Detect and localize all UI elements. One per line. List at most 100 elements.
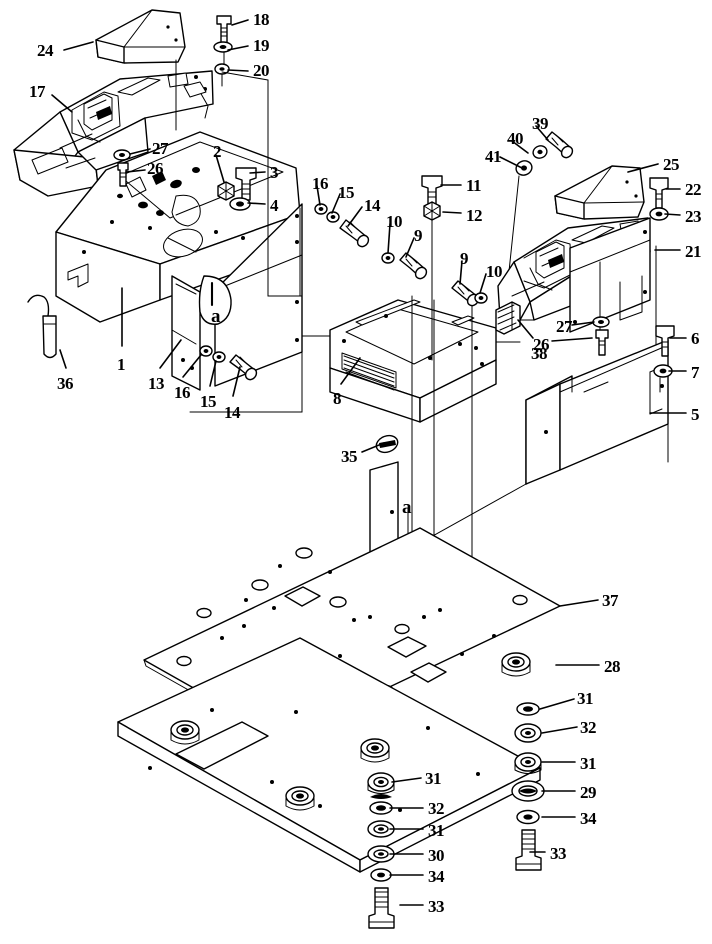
part-31-nut-b <box>514 723 542 743</box>
callout-18: 18 <box>253 10 270 29</box>
leader-line-16 <box>316 185 321 206</box>
callout-17: 17 <box>29 82 46 101</box>
part-32-springwasher-a <box>516 702 540 716</box>
leader-line-9 <box>459 260 463 285</box>
mount-boss-3 <box>360 738 390 763</box>
part-39-bolt <box>545 131 574 159</box>
leader-line-37 <box>559 599 599 607</box>
leader-line-10 <box>387 223 391 254</box>
part-17-left-console <box>13 70 214 197</box>
leader-line-35 <box>361 442 385 453</box>
leader-line-14 <box>232 366 241 397</box>
leader-line-39 <box>535 125 549 141</box>
callout-29: 29 <box>580 783 597 802</box>
part-41-washer <box>515 160 533 176</box>
callout-34: 34 <box>580 809 597 828</box>
leader-line-38 <box>517 319 534 339</box>
leader-line-25 <box>627 163 659 173</box>
part-16-washer-a <box>314 203 328 215</box>
leader-line-27 <box>571 321 595 326</box>
part-2-nut <box>217 181 235 201</box>
leader-line-17 <box>51 94 73 113</box>
callout-22: 22 <box>685 180 702 199</box>
callout-25: 25 <box>663 155 680 174</box>
callout-6: 6 <box>691 329 700 348</box>
part-15-washer-a <box>326 211 340 223</box>
leader-line-3 <box>249 171 266 174</box>
part-24-armrest-pad <box>95 9 186 64</box>
leader-line-9 <box>405 237 415 258</box>
callout-1: 1 <box>117 355 126 374</box>
leader-line-26 <box>125 169 146 173</box>
callout-7: 7 <box>691 363 700 382</box>
part-15-washer-b <box>212 351 226 363</box>
fastener-stack-left <box>367 772 395 929</box>
part-10-washer-a <box>381 252 395 264</box>
leader-line-41 <box>499 156 523 169</box>
callout-31: 31 <box>428 821 445 840</box>
leader-line-12 <box>442 211 462 214</box>
callout-3: 3 <box>270 163 279 182</box>
part-14-bolt-b <box>229 354 258 381</box>
leader-line-15 <box>331 193 341 214</box>
part-10-washer-b <box>474 292 488 304</box>
part-20-washer <box>214 63 230 75</box>
part-1-control-box <box>55 131 303 391</box>
callout-31: 31 <box>425 769 442 788</box>
leader-line-31 <box>391 777 422 783</box>
part-26-bolt-right <box>595 329 609 356</box>
part-4-washer <box>229 197 251 211</box>
callout-31: 31 <box>580 754 597 773</box>
callout-23: 23 <box>685 207 702 226</box>
part-14-bolt-a <box>339 219 370 248</box>
callout-21: 21 <box>685 242 702 261</box>
leader-line-14 <box>347 206 363 227</box>
callout-40: 40 <box>507 129 524 148</box>
callout-leader-lines <box>51 19 687 906</box>
callout-4: 4 <box>270 196 279 215</box>
part-18-bolt <box>216 15 232 45</box>
callout-8: 8 <box>333 389 342 408</box>
callout-16: 16 <box>174 383 191 402</box>
part-22-bolt <box>649 177 669 209</box>
callout-39: 39 <box>532 114 549 133</box>
leader-line-23 <box>664 213 681 216</box>
part-27-washer-left <box>113 149 131 161</box>
callout-9: 9 <box>414 226 423 245</box>
fastener-stack-right <box>511 702 545 871</box>
part-38-bumper <box>495 301 521 335</box>
callout-12: 12 <box>466 206 483 225</box>
leader-line-10 <box>479 273 487 294</box>
part-33-bolt-a <box>515 829 542 871</box>
callout-14: 14 <box>224 403 241 422</box>
callout-14: 14 <box>364 196 381 215</box>
leader-line-20 <box>227 69 249 72</box>
callout-31: 31 <box>577 689 594 708</box>
leader-line-2 <box>215 154 225 183</box>
leader-line-18 <box>231 19 249 26</box>
part-5-right-cover <box>525 339 669 485</box>
callout-10: 10 <box>386 212 403 231</box>
callout-20: 20 <box>253 61 270 80</box>
part-40-washer <box>532 145 548 159</box>
part-36-lamp <box>27 294 57 359</box>
leader-line-19 <box>227 45 249 51</box>
part-7-washer <box>653 364 673 378</box>
callout-13: 13 <box>148 374 165 393</box>
callout-5: 5 <box>691 405 700 424</box>
leader-line-4 <box>247 202 266 205</box>
callout-24: 24 <box>37 41 54 60</box>
callout-32: 32 <box>428 799 445 818</box>
callout-27: 27 <box>556 317 573 336</box>
callout-32: 32 <box>580 718 597 737</box>
part-32-springwasher-b <box>369 794 393 815</box>
leader-line-24 <box>63 41 94 51</box>
callout-37: 37 <box>602 591 619 610</box>
leader-line-32 <box>541 726 578 734</box>
callout-10: 10 <box>486 262 503 281</box>
callout-41: 41 <box>485 147 502 166</box>
part-27-washer-right <box>592 316 610 328</box>
callout-19: 19 <box>253 36 270 55</box>
leader-line-15 <box>209 360 217 387</box>
part-33-bolt-b <box>368 887 395 929</box>
